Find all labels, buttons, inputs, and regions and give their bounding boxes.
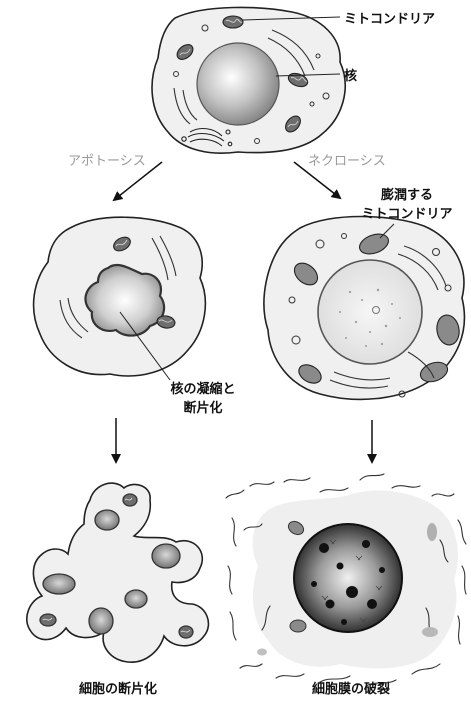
normal-nucleus (197, 43, 279, 125)
label-swollen-line2: ミトコンドリア (352, 203, 462, 222)
label-nucleus: 核 (344, 65, 357, 84)
caption-necrosis: 細胞膜の破裂 (286, 678, 416, 697)
label-swollen-mitochondria: 膨潤する ミトコンドリア (352, 184, 462, 222)
ruptured-cell (226, 474, 466, 686)
label-condense-line1: 核の凝縮と (158, 378, 248, 397)
label-condense-line2: 断片化 (158, 397, 248, 416)
swollen-cell (264, 217, 464, 400)
label-mitochondria: ミトコンドリア (344, 8, 435, 27)
apoptotic-cell (34, 217, 206, 376)
label-swollen-line1: 膨潤する (352, 184, 462, 203)
caption-apoptosis: 細胞の断片化 (58, 678, 178, 697)
swollen-nucleus (318, 260, 422, 364)
fragmented-cell (27, 483, 209, 662)
normal-cell (152, 7, 345, 153)
label-apoptosis: アポトーシス (68, 150, 146, 169)
label-necrosis: ネクローシス (308, 150, 386, 169)
label-nuclear-condensation: 核の凝縮と 断片化 (158, 378, 248, 416)
ruptured-nucleus (294, 524, 402, 632)
